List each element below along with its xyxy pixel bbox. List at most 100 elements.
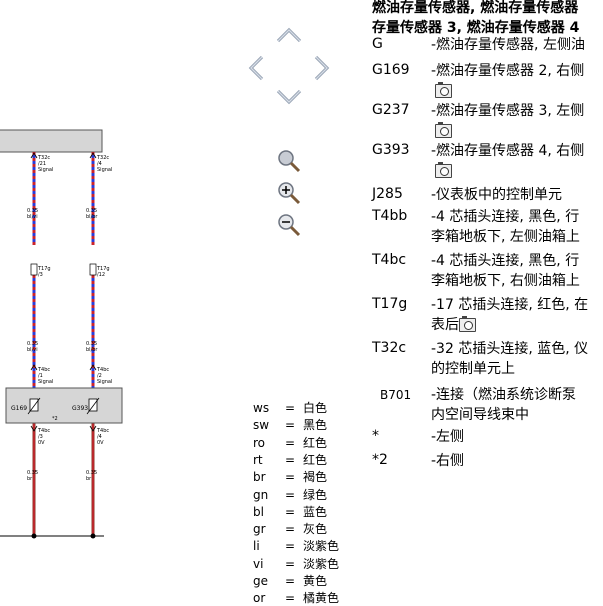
component-description-line: -连接（燃油系统诊断泵 (431, 385, 576, 405)
legend-name: 黑色 (303, 418, 328, 433)
component-description: -燃油存量传感器, 左侧油 (431, 35, 585, 55)
component-description-text: -燃油存量传感器 2, 右侧 (431, 63, 585, 79)
legend-eq: = (285, 591, 296, 606)
zoom-out-icon[interactable] (276, 212, 302, 238)
component-description: -燃油存量传感器 2, 右侧 (431, 61, 584, 101)
connector-signal: Signal (97, 167, 112, 173)
sensor-symbol-icon (86, 397, 100, 415)
legend-name: 绿色 (303, 487, 328, 502)
component-description-text: 表后 (431, 317, 459, 333)
chevron-right-icon[interactable] (312, 54, 332, 82)
sensor-label-g169: G169 (11, 405, 27, 412)
legend-row: bl=蓝色 (253, 504, 327, 520)
legend-code: ws (253, 401, 270, 415)
legend-eq: = (285, 487, 296, 502)
component-description: -4 芯插头连接, 黑色, 行李箱地板下, 右侧油箱上 (431, 251, 580, 291)
connector-pin: /12 (97, 272, 105, 278)
connector-arrow (30, 152, 38, 159)
legend-code: rt (253, 452, 263, 467)
zoom-in-icon[interactable] (276, 180, 302, 206)
wire-color: br (86, 476, 92, 482)
legend-eq: = (285, 470, 296, 485)
legend-code: or (253, 591, 266, 606)
zoom-fit-icon[interactable] (276, 148, 302, 174)
wire-color: bl/br (86, 214, 98, 220)
chevron-left-icon[interactable] (246, 54, 266, 82)
component-description-text: -32 芯插头连接, 蓝色, 仪 (431, 341, 589, 357)
legend-eq: = (285, 504, 296, 519)
camera-icon[interactable] (435, 82, 452, 98)
connector-pin: /1 (38, 373, 43, 379)
component-description-line: -仪表板中的控制单元 (431, 185, 562, 205)
legend-row: ro=红色 (253, 435, 327, 451)
legend-name: 灰色 (303, 522, 328, 537)
component-description-line: -燃油存量传感器 3, 左侧 (431, 101, 584, 121)
wire-size: 0.35 (86, 470, 97, 476)
legend-name: 红色 (303, 435, 328, 450)
legend-name: 褐色 (303, 470, 328, 485)
component-description-text: -右侧 (431, 453, 465, 469)
legend-eq: = (285, 435, 296, 450)
wire-color: bl/br (86, 347, 98, 353)
component-description-text: 李箱地板下, 右侧油箱上 (431, 273, 580, 289)
legend-code: br (253, 470, 266, 485)
legend-code: gn (253, 487, 269, 502)
component-code: G169 (372, 62, 410, 78)
component-description: -32 芯插头连接, 蓝色, 仪的控制单元上 (431, 339, 588, 379)
legend-name: 红色 (303, 452, 328, 467)
component-description: -4 芯插头连接, 黑色, 行李箱地板下, 左侧油箱上 (431, 207, 580, 247)
camera-icon[interactable] (435, 162, 452, 178)
component-description-text: -17 芯插头连接, 红色, 在 (431, 297, 589, 313)
legend-row: rt=红色 (253, 452, 327, 468)
chevron-down-icon[interactable] (275, 88, 303, 106)
connector-label: T4bc (96, 428, 109, 434)
wire-color: bl/vi (27, 347, 38, 353)
component-description-line: -右侧 (431, 451, 464, 471)
connector-pin: /21 (38, 161, 46, 167)
component-description-line: 表后 (431, 315, 588, 335)
component-code: G (372, 36, 383, 52)
connector-arrow (89, 364, 97, 371)
page-title-line1: 燃油存量传感器, 燃油存量传感器 (372, 0, 579, 16)
wire-size: 0.35 (27, 470, 38, 476)
component-description-text: 内空间导线束中 (431, 407, 529, 423)
legend-eq: = (285, 522, 296, 537)
camera-icon[interactable] (459, 316, 476, 332)
component-description-text: -4 芯插头连接, 黑色, 行 (431, 253, 580, 269)
component-description-line: -4 芯插头连接, 黑色, 行 (431, 207, 580, 227)
chevron-up-icon[interactable] (275, 26, 303, 44)
component-description-line: -燃油存量传感器, 左侧油 (431, 35, 585, 55)
component-description: -燃油存量传感器 4, 右侧 (431, 141, 584, 181)
legend-code: gr (253, 522, 266, 537)
component-description-line: 内空间导线束中 (431, 405, 576, 425)
component-description-text: 李箱地板下, 左侧油箱上 (431, 229, 580, 245)
component-description-line: -32 芯插头连接, 蓝色, 仪 (431, 339, 588, 359)
legend-row: ws=白色 (253, 400, 327, 416)
component-description-text: -燃油存量传感器 4, 右侧 (431, 143, 585, 159)
component-description-line: 李箱地板下, 右侧油箱上 (431, 271, 580, 291)
wire-color: bl/vi (27, 214, 38, 220)
legend-name: 淡紫色 (303, 539, 340, 554)
component-photo-line (431, 81, 584, 101)
component-photo-line (431, 161, 584, 181)
connector-t17g-left (30, 263, 38, 276)
component-code: J285 (372, 186, 403, 202)
connector-signal: Signal (97, 379, 112, 385)
component-description-line: -左侧 (431, 427, 464, 447)
legend-eq: = (285, 556, 296, 571)
connector-label: T4bc (37, 367, 50, 373)
component-description: -连接（燃油系统诊断泵内空间导线束中 (431, 385, 576, 425)
camera-icon[interactable] (435, 122, 452, 138)
connector-arrow (30, 364, 38, 371)
component-code: G393 (372, 142, 410, 158)
wiring-diagram: T32c /21 Signal T32c /4 Signal 0.35 bl/v… (0, 129, 123, 539)
component-description: -燃油存量传感器 3, 左侧 (431, 101, 584, 141)
connector-label: T4bc (37, 428, 50, 434)
legend-row: br = 褐色 (253, 469, 327, 485)
note-marker: *2 (52, 416, 58, 422)
component-code: *2 (372, 452, 388, 468)
legend-eq: = (285, 418, 296, 433)
connector-arrow (30, 425, 38, 432)
legend-row: li=淡紫色 (253, 538, 339, 554)
wire-size: 0.35 (27, 208, 38, 214)
